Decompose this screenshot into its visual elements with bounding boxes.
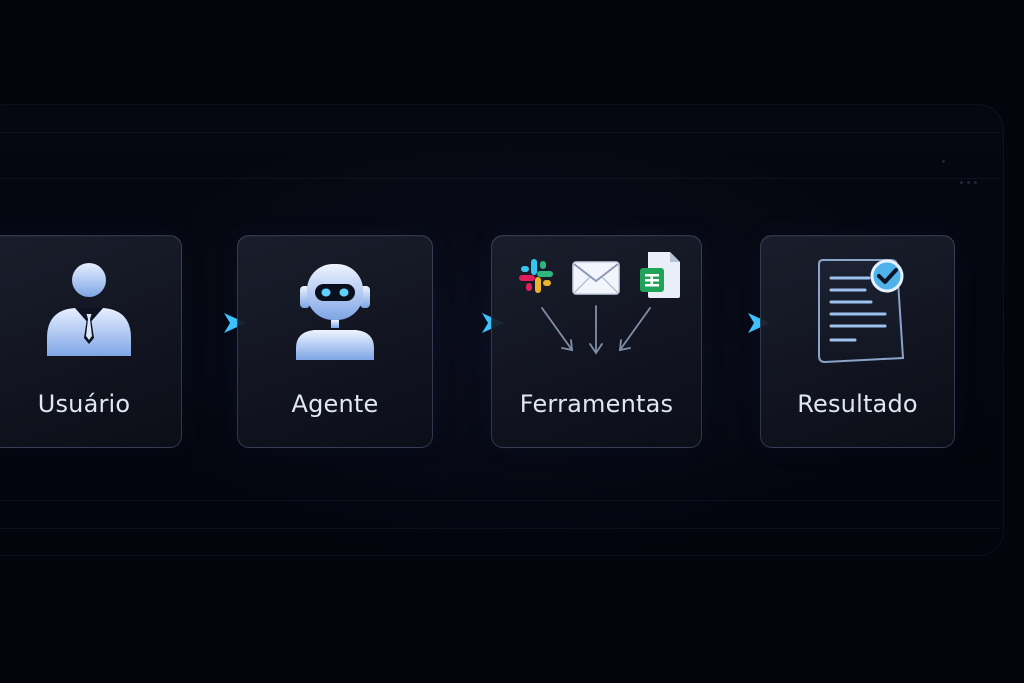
background-dot xyxy=(967,181,970,184)
flow-arrow-1 xyxy=(150,313,246,333)
step-label-tools: Ferramentas xyxy=(519,390,674,418)
step-card-result: Resultado xyxy=(760,235,955,448)
step-label-result: Resultado xyxy=(797,390,918,418)
step-card-user: Usuário xyxy=(0,235,182,448)
background-line xyxy=(0,178,1000,179)
background-line xyxy=(0,528,1000,529)
background-dot xyxy=(974,181,977,184)
background-dot xyxy=(960,181,963,184)
document-check-icon xyxy=(818,259,905,364)
step-label-user: Usuário xyxy=(37,390,131,418)
user-icon xyxy=(47,263,131,356)
mail-icon xyxy=(572,261,620,295)
step-card-tools: Ferramentas xyxy=(491,235,702,448)
background-line xyxy=(0,132,1000,133)
flow-arrow-3 xyxy=(676,313,770,333)
sheets-icon xyxy=(640,252,680,298)
slack-icon xyxy=(519,259,553,293)
converging-arrows-icon xyxy=(541,305,651,355)
step-label-agent: Agente xyxy=(291,390,379,418)
robot-icon xyxy=(296,264,374,360)
background-line xyxy=(0,500,1000,501)
background-dot xyxy=(942,160,945,163)
step-card-agent: Agente xyxy=(237,235,433,448)
